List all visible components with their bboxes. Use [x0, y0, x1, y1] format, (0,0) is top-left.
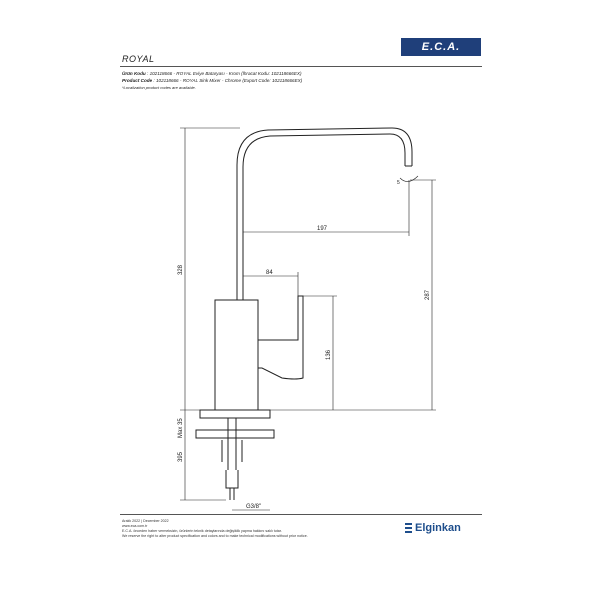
product-title: ROYAL — [122, 54, 155, 64]
elginkan-logo: Elginkan — [405, 522, 461, 534]
product-code-tr: Ürün Kodu : 102118666 - ROYAL Eviye Bata… — [122, 71, 302, 77]
dim-angle: 5 — [397, 180, 400, 186]
dim-connection: G3/8" — [246, 504, 261, 510]
footer-note-en: We reserve the right to alter product sp… — [122, 534, 308, 538]
footer-note-tr: E.C.A. önceden haber vermeksizin, ürünle… — [122, 529, 282, 533]
product-code-tr-label: Ürün Kodu — [122, 71, 146, 76]
footer-date: Aralık 2022 | December 2022 — [122, 519, 169, 523]
dim-max-thickness: Max 35 — [178, 418, 184, 438]
footer-url[interactable]: www.eca.com.tr — [122, 524, 148, 528]
mixer-body — [214, 299, 259, 411]
product-code-tr-value: : 102118666 - ROYAL Eviye Bataryası - Kr… — [147, 71, 302, 76]
brand-name: Elginkan — [415, 522, 461, 534]
header-divider — [120, 66, 482, 67]
dim-below-counter: 395 — [178, 451, 184, 462]
elginkan-mark-icon — [405, 523, 412, 533]
localization-note: *Localization product codes are availabl… — [122, 85, 196, 90]
dim-height-total: 328 — [178, 264, 184, 275]
dim-reach: 197 — [317, 226, 328, 232]
hose-connector — [225, 470, 239, 500]
mounting-plate — [195, 429, 275, 439]
base-plate — [199, 409, 271, 419]
product-code-en: Product Code : 102118666 - ROYAL Sink Mi… — [122, 78, 302, 84]
product-code-en-label: Product Code — [122, 78, 153, 83]
dim-body-height: 136 — [326, 349, 332, 360]
product-code-en-value: : 102118666 - ROYAL Sink Mixer - Chrome … — [153, 78, 303, 83]
dim-handle-offset: 84 — [266, 270, 273, 276]
footer-divider — [120, 514, 482, 515]
dim-spout-height: 287 — [425, 289, 431, 300]
mixer-handle — [258, 295, 304, 380]
spout-inner — [242, 133, 406, 300]
eca-logo: E.C.A. — [401, 38, 481, 56]
spout-outer — [236, 127, 413, 300]
